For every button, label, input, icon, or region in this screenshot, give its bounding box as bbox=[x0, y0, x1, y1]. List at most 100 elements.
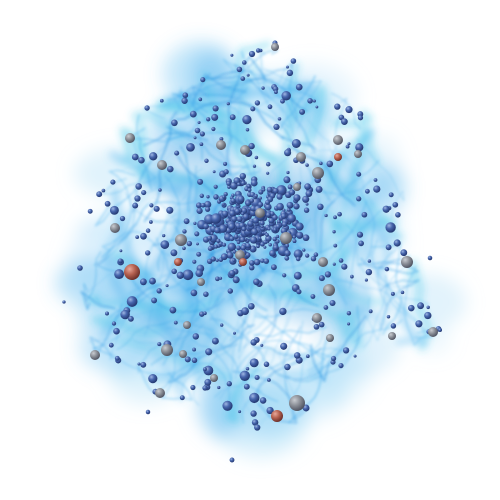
filament-strand bbox=[339, 241, 349, 314]
particle-sphere bbox=[247, 188, 252, 192]
particle-sphere bbox=[231, 215, 238, 223]
particle-sphere bbox=[242, 60, 247, 65]
particle-sphere bbox=[240, 211, 245, 216]
particle-sphere bbox=[223, 169, 229, 175]
particle-sphere bbox=[255, 48, 261, 53]
filament-strand bbox=[265, 85, 316, 155]
particle-sphere bbox=[203, 223, 209, 230]
particle-sphere bbox=[310, 256, 317, 262]
particle-sphere bbox=[341, 263, 348, 270]
particle-sphere-large bbox=[401, 256, 413, 268]
filament-strand bbox=[231, 64, 311, 111]
particle-sphere bbox=[390, 291, 395, 296]
particle-sphere bbox=[226, 102, 230, 106]
particle-sphere bbox=[279, 307, 287, 316]
particle-sphere bbox=[203, 291, 209, 297]
particle-sphere bbox=[385, 222, 396, 233]
particle-sphere bbox=[250, 106, 256, 112]
particle-sphere bbox=[230, 198, 236, 204]
particle-sphere bbox=[191, 357, 198, 364]
particle-sphere bbox=[269, 249, 276, 257]
filament-strand bbox=[288, 336, 329, 424]
particle-sphere bbox=[393, 239, 401, 247]
particle-sphere bbox=[174, 150, 180, 156]
particle-sphere bbox=[173, 320, 178, 325]
particle-sphere bbox=[338, 258, 344, 263]
particle-sphere bbox=[272, 236, 277, 242]
particle-sphere bbox=[236, 182, 241, 187]
particle-sphere bbox=[437, 327, 443, 333]
particle-sphere bbox=[171, 268, 177, 275]
particle-sphere-large bbox=[354, 150, 362, 158]
haze-blob bbox=[201, 370, 241, 440]
particle-sphere bbox=[254, 155, 259, 160]
particle-sphere bbox=[212, 170, 216, 174]
particle-sphere bbox=[296, 231, 304, 239]
particle-sphere bbox=[307, 98, 313, 104]
particle-sphere bbox=[236, 216, 243, 223]
particle-sphere bbox=[105, 311, 109, 316]
particle-sphere bbox=[266, 406, 274, 415]
particle-sphere bbox=[141, 190, 147, 196]
particle-sphere-large bbox=[271, 43, 279, 51]
filament-strand bbox=[222, 58, 266, 77]
filament-strand bbox=[177, 155, 232, 220]
particle-sphere bbox=[245, 367, 250, 371]
particle-sphere bbox=[287, 184, 293, 190]
particle-sphere bbox=[245, 252, 251, 258]
particle-sphere-large bbox=[312, 313, 322, 323]
particle-sphere bbox=[356, 231, 364, 238]
particle-sphere bbox=[222, 400, 233, 411]
filament-strand bbox=[110, 144, 187, 178]
particle-sphere bbox=[254, 100, 261, 106]
filament-strand bbox=[249, 62, 294, 109]
particle-sphere bbox=[217, 385, 221, 390]
particle-sphere bbox=[119, 249, 123, 253]
particle-sphere bbox=[193, 221, 197, 226]
particle-sphere bbox=[193, 136, 197, 140]
particle-sphere bbox=[205, 206, 211, 212]
particle-sphere bbox=[312, 99, 316, 103]
particle-sphere bbox=[251, 419, 259, 426]
particle-sphere-large bbox=[90, 350, 100, 360]
particle-sphere-warm bbox=[124, 264, 140, 280]
filament-strand bbox=[315, 280, 430, 308]
particle-sphere bbox=[199, 193, 204, 198]
particle-sphere bbox=[77, 265, 83, 271]
particle-sphere bbox=[337, 211, 342, 217]
filament-strand bbox=[235, 78, 249, 162]
particle-sphere bbox=[186, 142, 195, 152]
particle-sphere bbox=[119, 215, 126, 222]
particle-sphere bbox=[109, 205, 119, 215]
particle-sphere bbox=[167, 165, 174, 173]
particle-sphere bbox=[207, 245, 213, 252]
particle-sphere bbox=[368, 309, 373, 314]
filament-strand bbox=[245, 324, 325, 372]
particle-sphere bbox=[254, 424, 261, 431]
particle-sphere bbox=[114, 355, 120, 361]
particle-sphere bbox=[273, 90, 278, 94]
particle-sphere-large bbox=[293, 183, 301, 191]
particle-sphere bbox=[315, 105, 319, 109]
filament-strand bbox=[136, 114, 153, 191]
particle-sphere-large bbox=[175, 234, 187, 246]
particle-sphere bbox=[346, 310, 352, 316]
particle-sphere bbox=[182, 269, 194, 281]
particle-sphere bbox=[281, 91, 291, 101]
particle-sphere bbox=[221, 210, 229, 217]
particle-sphere bbox=[249, 236, 258, 244]
particle-sphere bbox=[305, 190, 313, 197]
particle-sphere-large bbox=[289, 395, 305, 411]
filament-strand bbox=[335, 150, 401, 244]
particle-sphere bbox=[219, 276, 223, 280]
particle-sphere bbox=[292, 235, 297, 239]
particle-sphere bbox=[282, 273, 287, 278]
particle-sphere bbox=[213, 244, 218, 249]
particle-sphere bbox=[170, 249, 178, 257]
particle-sphere bbox=[135, 183, 143, 190]
particle-sphere bbox=[144, 105, 150, 111]
particle-sphere bbox=[226, 181, 231, 186]
particle-sphere bbox=[215, 258, 219, 262]
particle-sphere-large bbox=[318, 257, 328, 267]
particle-sphere bbox=[261, 86, 265, 90]
